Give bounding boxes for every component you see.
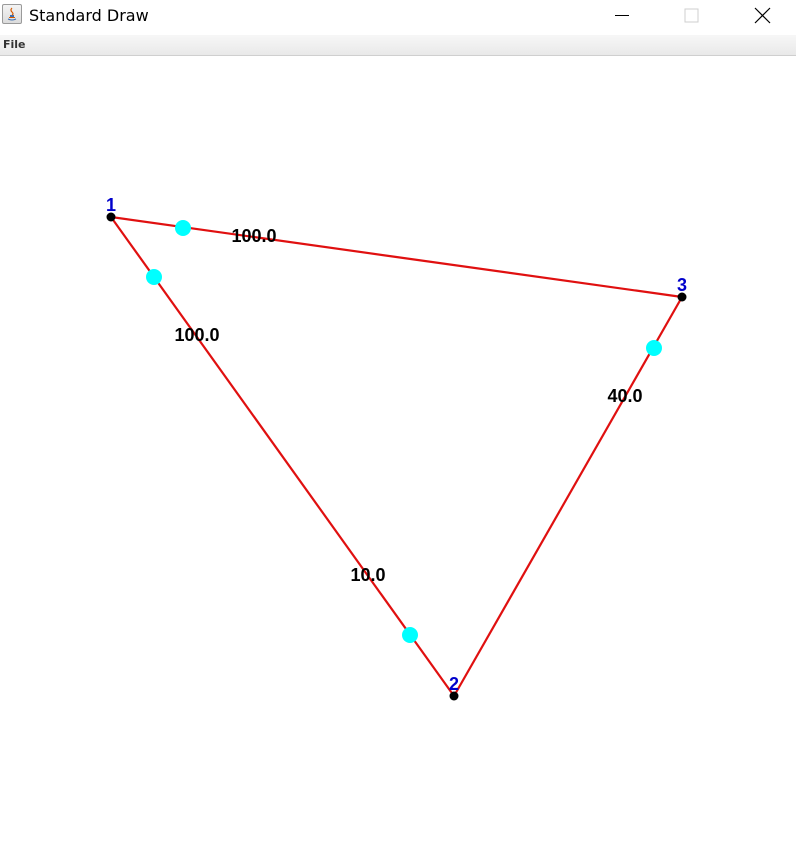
edge-marker-1-2-a	[146, 269, 162, 285]
edge-2-3	[453, 296, 683, 697]
java-app-icon[interactable]	[2, 4, 22, 24]
drawing-canvas[interactable]: 100.0 100.0 10.0 40.0 1 2 3	[0, 56, 796, 855]
weights-layer: 100.0 100.0 10.0 40.0	[174, 226, 642, 585]
nodes-layer: 1 2 3	[106, 195, 687, 701]
minimize-icon	[615, 15, 629, 16]
edge-weight-1-2-a: 100.0	[174, 325, 219, 345]
window-title: Standard Draw	[29, 6, 149, 25]
markers-layer	[146, 220, 662, 643]
edge-marker-1-3	[175, 220, 191, 236]
edge-weight-2-3: 40.0	[607, 386, 642, 406]
edge-weight-1-3: 100.0	[231, 226, 276, 246]
title-bar[interactable]: Standard Draw	[0, 0, 796, 34]
node-label-3: 3	[677, 275, 687, 295]
close-button[interactable]	[739, 0, 785, 32]
node-label-1: 1	[106, 195, 116, 215]
menu-file[interactable]: File	[3, 38, 26, 51]
menu-bar: File	[0, 35, 796, 56]
maximize-button[interactable]	[668, 0, 714, 32]
node-3[interactable]	[677, 292, 687, 302]
edge-marker-1-2-b	[402, 627, 418, 643]
minimize-button[interactable]	[599, 0, 645, 32]
node-1[interactable]	[106, 212, 116, 222]
edge-1-2	[110, 216, 455, 697]
edges-layer	[110, 215, 683, 697]
node-label-2: 2	[449, 674, 459, 694]
edge-weight-1-2-b: 10.0	[350, 565, 385, 585]
edge-marker-2-3	[646, 340, 662, 356]
graph-drawing: 100.0 100.0 10.0 40.0 1 2 3	[106, 195, 687, 701]
node-2[interactable]	[449, 691, 459, 701]
maximize-icon	[684, 8, 699, 23]
close-icon	[754, 7, 771, 24]
edge-1-3	[110, 215, 683, 299]
